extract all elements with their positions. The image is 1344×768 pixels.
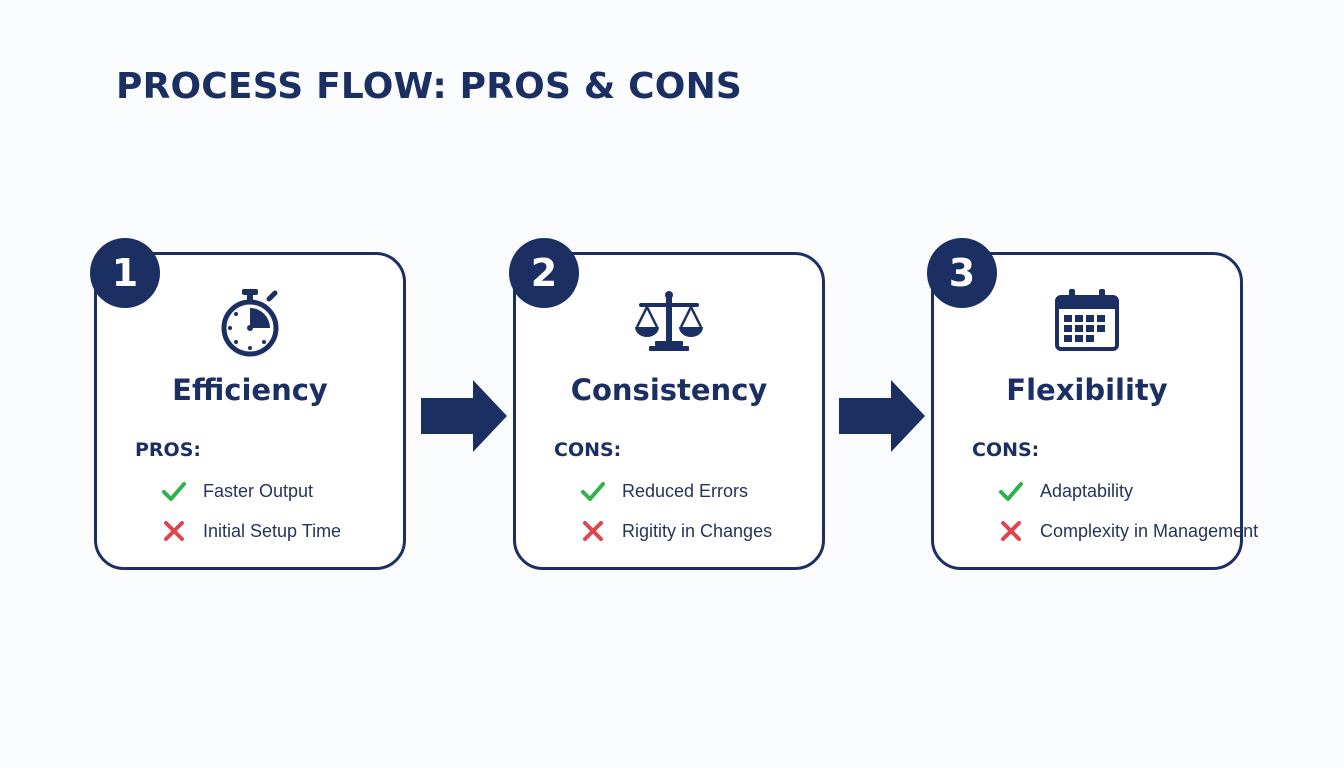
con-item: Initial Setup Time [161, 516, 341, 546]
step-title: Consistency [570, 373, 768, 407]
pro-item-text: Adaptability [1040, 480, 1134, 501]
section-label: CONS: [554, 439, 622, 461]
cross-icon [164, 521, 184, 541]
step-card-consistency: Consistency CONS: Reduced Errors Rigitit… [513, 252, 825, 570]
pro-item: Adaptability [998, 476, 1133, 506]
con-item-text: Initial Setup Time [203, 520, 342, 541]
pro-item: Faster Output [161, 476, 313, 506]
balance-scale-icon [635, 291, 703, 351]
right-arrow-icon [421, 380, 507, 452]
step-title: Efficiency [172, 373, 328, 407]
cross-icon [1001, 521, 1021, 541]
step-number-badge: 3 [927, 238, 997, 308]
con-item-text: Complexity in Management [1040, 520, 1259, 541]
section-label: PROS: [135, 439, 201, 461]
page-title: PROCESS FLOW: PROS & CONS [116, 66, 743, 107]
con-item-text: Rigitity in Changes [622, 520, 773, 541]
right-arrow-icon [839, 380, 925, 452]
step-title: Flexibility [1006, 373, 1168, 407]
pro-item-text: Reduced Errors [622, 480, 749, 501]
step-number-badge: 1 [90, 238, 160, 308]
step-card-efficiency: Efficiency PROS: Faster Output Initial S… [94, 252, 406, 570]
pro-item-text: Faster Output [203, 480, 314, 501]
cross-icon [583, 521, 603, 541]
pro-item: Reduced Errors [580, 476, 748, 506]
check-icon [581, 482, 605, 501]
step-number-badge: 2 [509, 238, 579, 308]
check-icon [999, 482, 1023, 501]
con-item: Complexity in Management [998, 516, 1258, 546]
con-item: Rigitity in Changes [580, 516, 772, 546]
section-label: CONS: [972, 439, 1040, 461]
calendar-icon [1055, 289, 1119, 351]
step-card-flexibility: Flexibility CONS: Adaptability Complexit… [931, 252, 1258, 570]
check-icon [162, 482, 186, 501]
stopwatch-icon [221, 289, 279, 357]
